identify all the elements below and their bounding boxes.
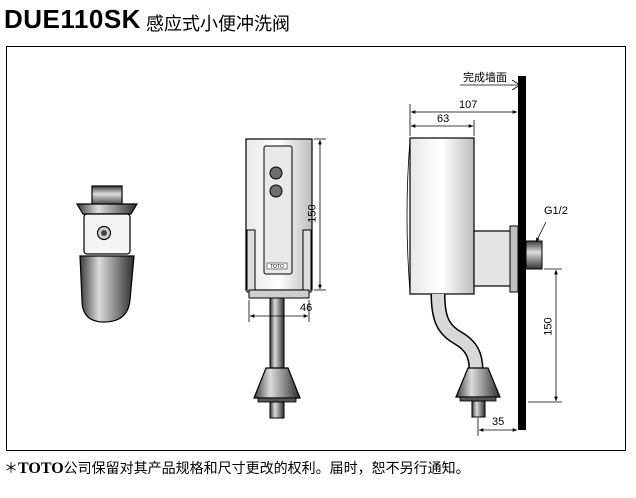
footer-brand: TOTO <box>18 460 64 477</box>
dim-side-height: 150 <box>542 317 555 336</box>
front-view: TOTO <box>245 138 326 419</box>
footer-notice: ＊TOTO公司保留对其产品规格和尺寸更改的权利。届时，恕不另行通知。 <box>4 458 470 478</box>
title-row: DUE110SK 感应式小便冲洗阀 <box>2 0 632 44</box>
side-view <box>406 76 562 436</box>
drawing-frame <box>6 46 626 451</box>
dim-front-height: 150 <box>306 204 319 223</box>
front-logo: TOTO <box>270 264 284 270</box>
dim-outlet-offset: 35 <box>492 416 505 428</box>
plan-view <box>75 185 139 323</box>
product-name: 感应式小便冲洗阀 <box>146 14 290 35</box>
model-number: DUE110SK <box>4 4 141 34</box>
thread-size-label: G1/2 <box>544 205 568 217</box>
dim-body-depth: 63 <box>437 113 450 125</box>
dim-total-depth: 107 <box>459 99 478 111</box>
finished-wall-label: 完成墙面 <box>463 71 507 84</box>
dim-front-width: 46 <box>300 302 313 314</box>
footer-text: 公司保留对其产品规格和尺寸更改的权利。届时，恕不另行通知。 <box>63 461 470 477</box>
finished-wall <box>518 76 526 430</box>
footer-asterisk: ＊ <box>4 461 18 477</box>
